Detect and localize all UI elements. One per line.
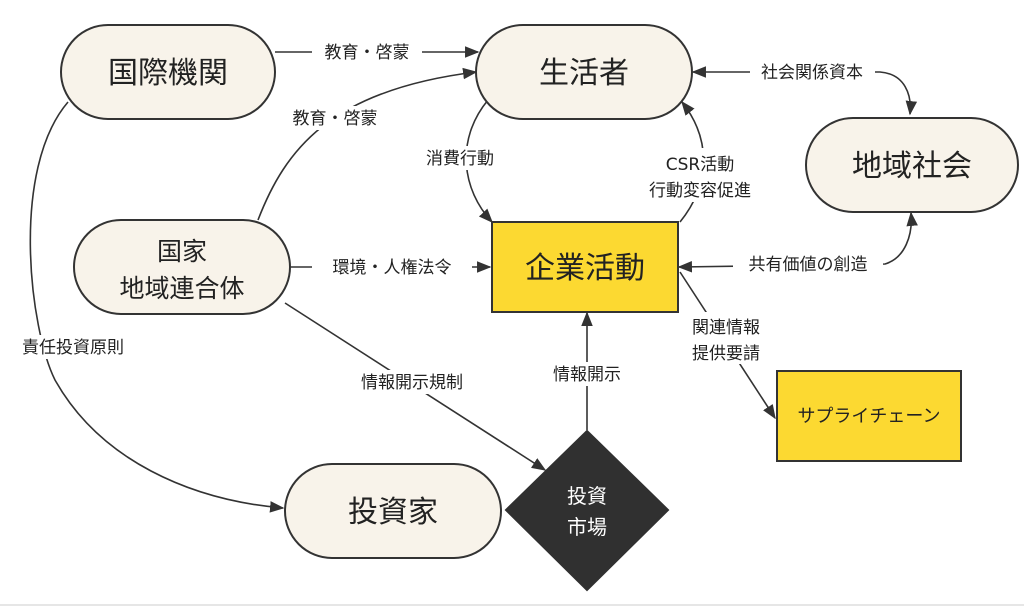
node-chiiki-shakai: 地域社会	[805, 117, 1019, 213]
label-joho-kaiji: 情報開示	[540, 362, 634, 386]
svg-text:共有価値の創造: 共有価値の創造	[749, 255, 868, 275]
label-sekinin-toshi: 責任投資原則	[6, 335, 140, 359]
svg-text:教育・啓蒙: 教育・啓蒙	[325, 43, 410, 63]
svg-text:サプライチェーン: サプライチェーン	[797, 406, 940, 427]
label-shohi-kodo: 消費行動	[413, 146, 507, 170]
svg-text:企業活動: 企業活動	[525, 251, 645, 286]
svg-text:CSR活動: CSR活動	[666, 155, 734, 175]
svg-text:市場: 市場	[567, 515, 607, 539]
svg-text:投資家: 投資家	[348, 495, 438, 530]
svg-text:地域連合体: 地域連合体	[119, 274, 244, 303]
node-seikatsusha: 生活者	[475, 24, 693, 120]
label-shakai-kankei-shihon: 社会関係資本	[750, 60, 875, 84]
node-toshi-shijo: 投資 市場	[504, 429, 670, 592]
svg-text:環境・人権法令: 環境・人権法令	[333, 258, 452, 278]
svg-text:国家: 国家	[157, 237, 207, 266]
svg-text:教育・啓蒙: 教育・啓蒙	[293, 109, 378, 129]
svg-text:関連情報: 関連情報	[692, 318, 760, 338]
node-supply-chain: サプライチェーン	[776, 370, 962, 462]
label-kanren: 関連情報 提供要請	[680, 312, 772, 364]
svg-text:提供要請: 提供要請	[692, 344, 760, 364]
node-kigyo-katsudo: 企業活動	[491, 221, 679, 313]
label-csr: CSR活動 行動変容促進	[636, 148, 762, 202]
node-kokusai-kikan: 国際機関	[60, 24, 276, 120]
edge-shakai-kankei-shihon	[691, 66, 918, 116]
svg-text:社会関係資本: 社会関係資本	[761, 63, 863, 83]
svg-text:責任投資原則: 責任投資原則	[22, 338, 124, 358]
label-kyoiku-keimo-2: 教育・啓蒙	[280, 106, 390, 130]
svg-text:情報開示規制: 情報開示規制	[361, 373, 463, 393]
edge-kyoyu-kachi	[677, 211, 918, 273]
svg-text:情報開示: 情報開示	[553, 365, 621, 385]
node-toshika: 投資家	[284, 463, 502, 559]
label-kyoiku-keimo-1: 教育・啓蒙	[312, 40, 422, 64]
svg-text:消費行動: 消費行動	[426, 149, 494, 169]
svg-text:生活者: 生活者	[539, 56, 629, 91]
svg-text:地域社会: 地域社会	[852, 149, 972, 184]
node-kokka: 国家 地域連合体	[73, 219, 291, 315]
svg-text:投資: 投資	[567, 484, 607, 508]
label-joho-kaiji-kisei: 情報開示規制	[343, 370, 481, 394]
svg-text:行動変容促進: 行動変容促進	[649, 181, 751, 201]
edge-kokusai-to-toshika	[29, 101, 285, 513]
label-kyoyu-kachi: 共有価値の創造	[733, 252, 883, 276]
svg-text:国際機関: 国際機関	[108, 56, 228, 91]
label-kankyo-jinken: 環境・人権法令	[312, 255, 472, 279]
